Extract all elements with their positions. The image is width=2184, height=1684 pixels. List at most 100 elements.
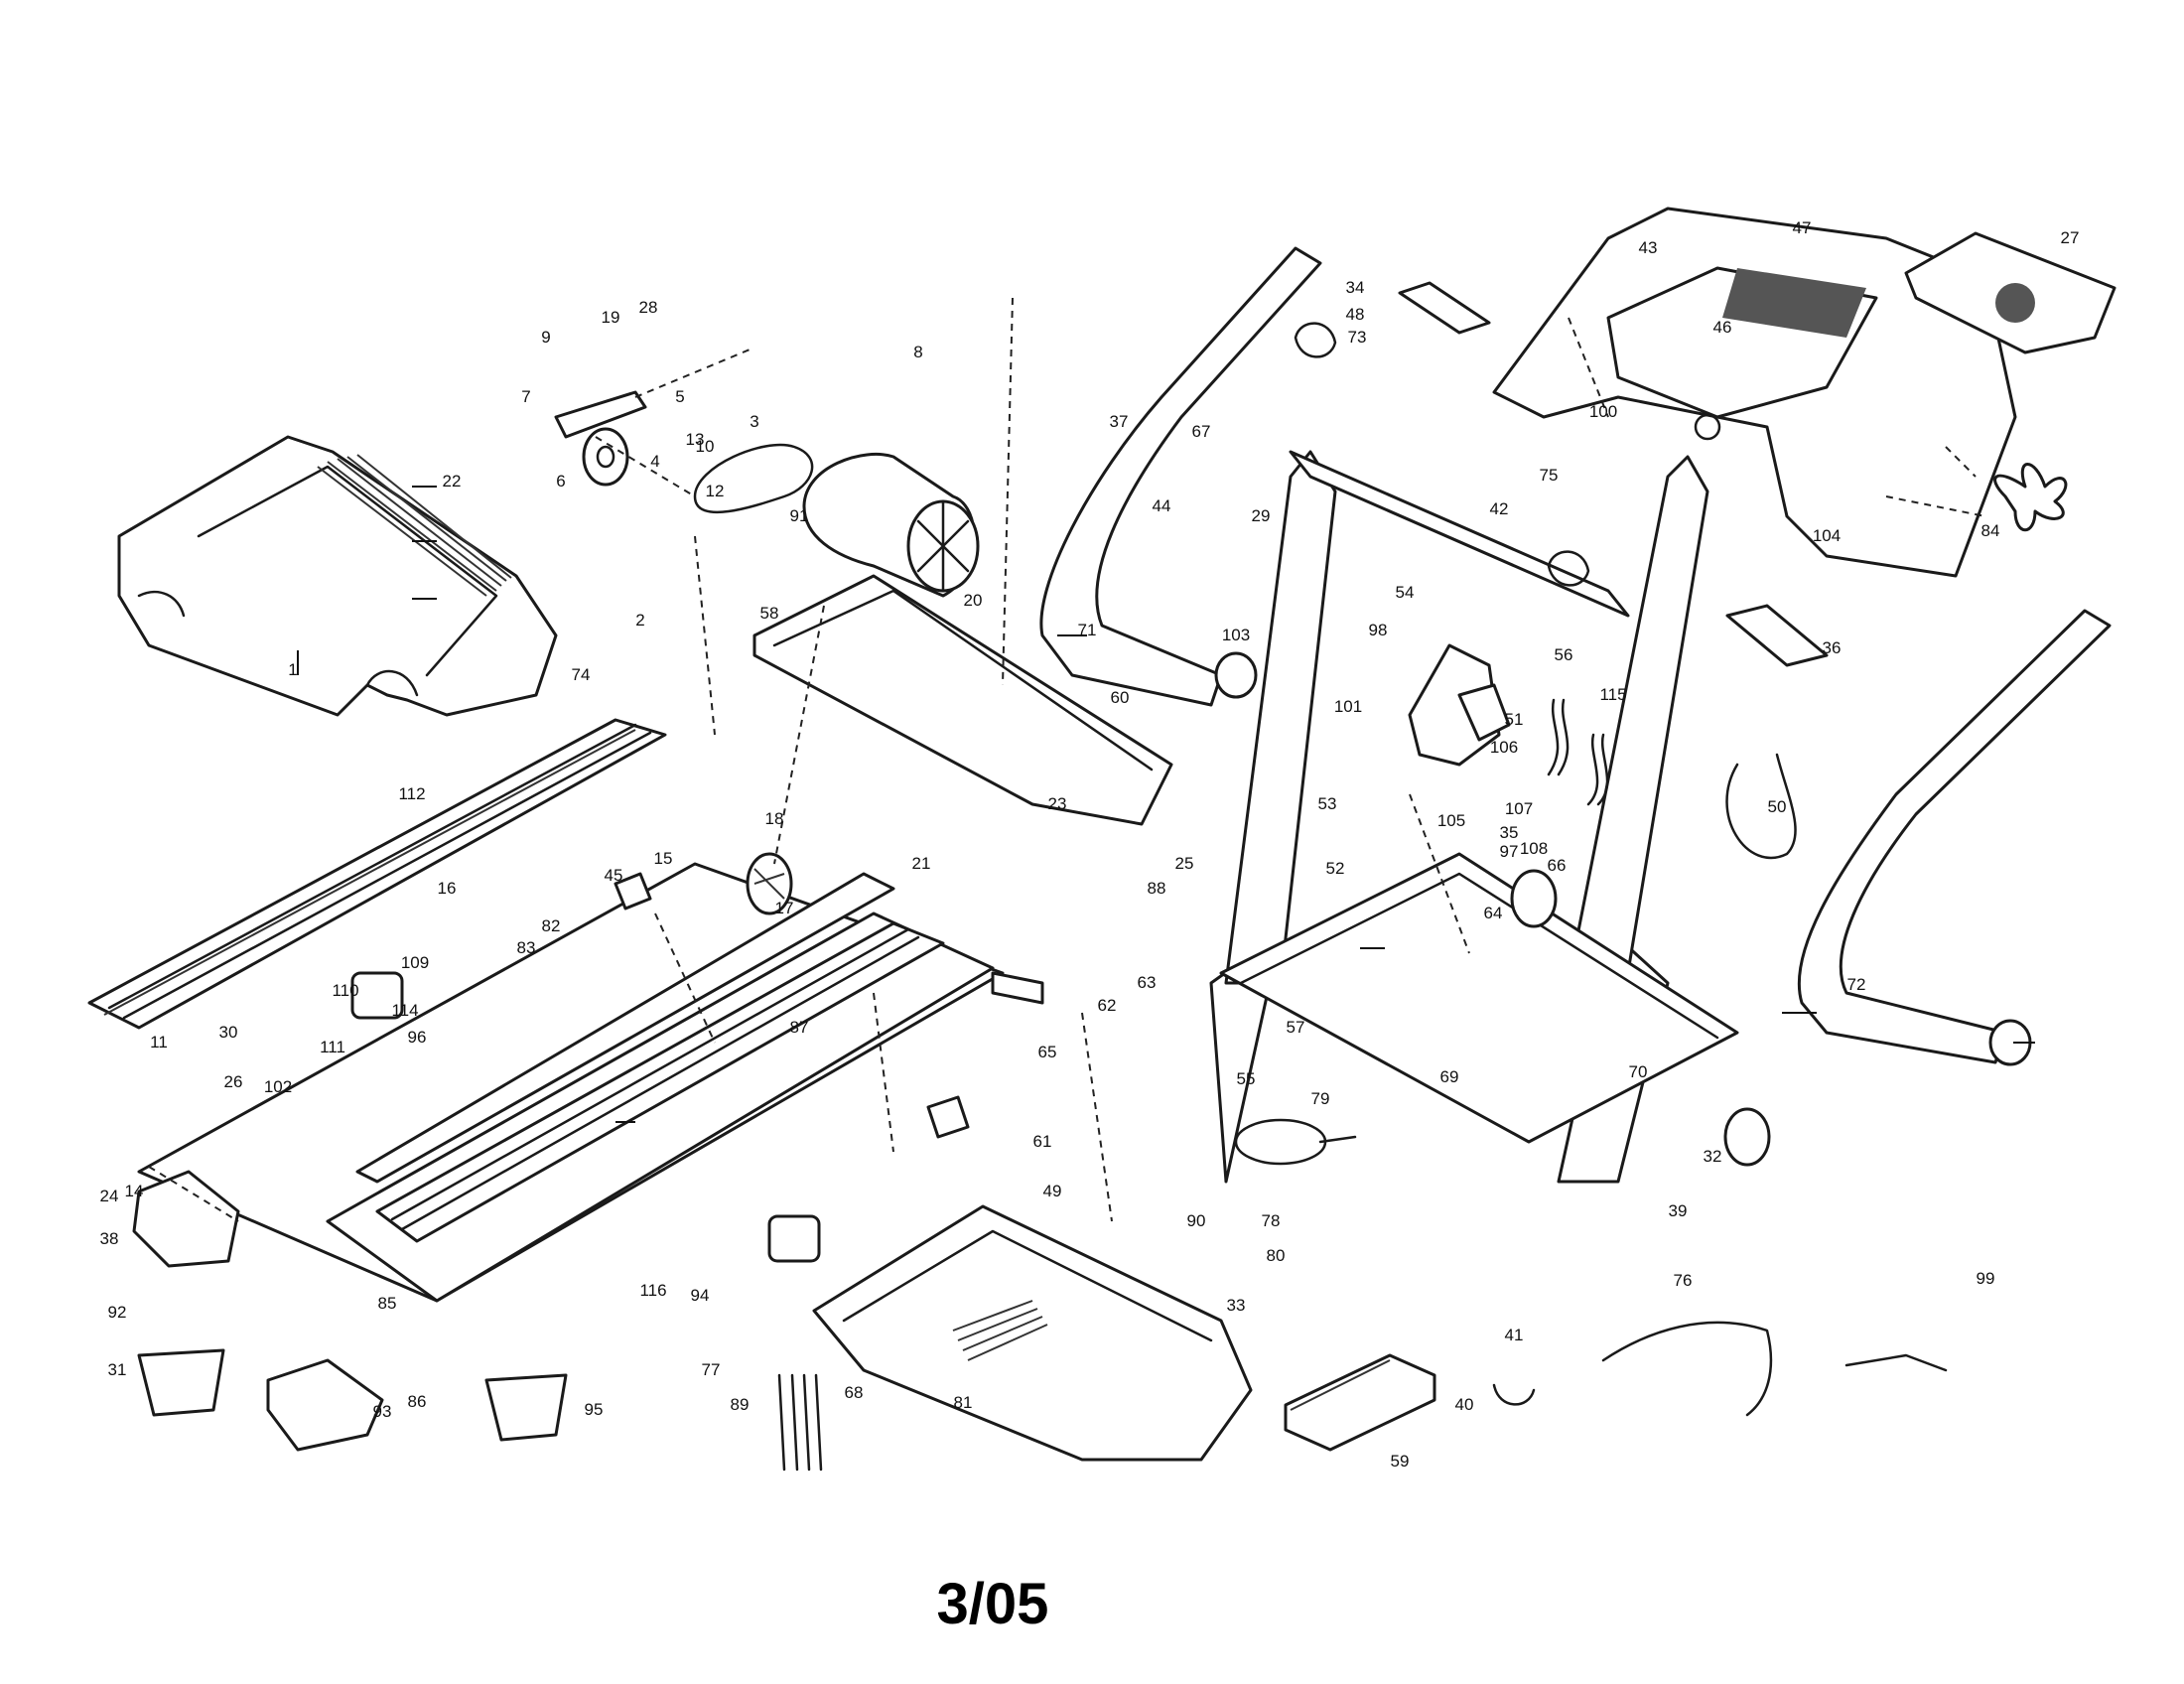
- callout-110: 110: [332, 981, 358, 1000]
- callout-4: 4: [650, 452, 659, 471]
- callout-69: 69: [1440, 1067, 1459, 1086]
- callout-82: 82: [542, 916, 561, 935]
- motor-hood: [117, 435, 558, 717]
- callout-49: 49: [1043, 1182, 1062, 1200]
- callout-30: 30: [219, 1023, 238, 1042]
- callout-55: 55: [1237, 1069, 1256, 1088]
- callout-92: 92: [108, 1303, 127, 1322]
- left-side-rail: [87, 718, 667, 1030]
- callout-94: 94: [691, 1286, 710, 1305]
- callout-5: 5: [675, 387, 684, 406]
- callout-44: 44: [1153, 496, 1171, 515]
- callout-66: 66: [1548, 856, 1567, 875]
- callout-98: 98: [1369, 621, 1388, 639]
- callout-45: 45: [605, 866, 623, 885]
- frame-base: [752, 574, 1173, 1005]
- callout-87: 87: [790, 1018, 809, 1037]
- callout-56: 56: [1555, 645, 1573, 664]
- callout-3: 3: [750, 412, 758, 431]
- callout-88: 88: [1148, 879, 1166, 898]
- callout-48: 48: [1346, 305, 1365, 324]
- callout-105: 105: [1437, 811, 1465, 830]
- callout-73: 73: [1348, 328, 1367, 347]
- callout-14: 14: [125, 1182, 144, 1200]
- callout-68: 68: [845, 1383, 864, 1402]
- callout-6: 6: [556, 472, 565, 491]
- callout-17: 17: [775, 899, 794, 917]
- callout-64: 64: [1484, 904, 1503, 922]
- callout-35: 35: [1500, 823, 1519, 842]
- callout-103: 103: [1222, 626, 1250, 644]
- page-label: 3/05: [937, 1572, 1049, 1636]
- callout-102: 102: [264, 1077, 292, 1096]
- callout-77: 77: [702, 1360, 721, 1379]
- callout-116: 116: [639, 1281, 666, 1300]
- callout-70: 70: [1629, 1062, 1648, 1081]
- callout-101: 101: [1334, 697, 1362, 716]
- incline-motor: [1408, 643, 1511, 767]
- cable-ties: [777, 1373, 823, 1472]
- callout-106: 106: [1490, 738, 1518, 757]
- callout-53: 53: [1318, 794, 1337, 813]
- callout-79: 79: [1311, 1089, 1330, 1108]
- callout-99: 99: [1977, 1269, 1995, 1288]
- callout-7: 7: [521, 387, 530, 406]
- callout-43: 43: [1639, 238, 1658, 257]
- callout-31: 31: [108, 1360, 127, 1379]
- callout-36: 36: [1823, 638, 1842, 657]
- callout-75: 75: [1540, 466, 1559, 485]
- callout-59: 59: [1391, 1452, 1410, 1471]
- callout-18: 18: [765, 809, 784, 828]
- callout-72: 72: [1847, 975, 1866, 994]
- leader-lines: [297, 486, 2035, 1123]
- callout-38: 38: [100, 1229, 119, 1248]
- callout-15: 15: [654, 849, 673, 868]
- callout-90: 90: [1187, 1211, 1206, 1230]
- callout-61: 61: [1033, 1132, 1052, 1151]
- callout-20: 20: [964, 591, 983, 610]
- assembly-guide-lines: [148, 297, 1986, 1222]
- callout-12: 12: [706, 482, 725, 500]
- wire-leads: [1492, 1321, 1948, 1417]
- callout-11: 11: [150, 1033, 168, 1052]
- callout-89: 89: [731, 1395, 750, 1414]
- callout-111: 111: [320, 1038, 345, 1056]
- shock-absorbers: [350, 971, 821, 1263]
- callout-42: 42: [1490, 499, 1509, 518]
- drive-motor: [802, 452, 980, 598]
- callout-54: 54: [1396, 583, 1415, 602]
- callout-95: 95: [585, 1400, 604, 1419]
- callout-65: 65: [1038, 1043, 1057, 1061]
- callout-47: 47: [1793, 218, 1812, 237]
- callout-8: 8: [913, 343, 922, 361]
- callout-1: 1: [288, 660, 297, 679]
- callout-91: 91: [790, 506, 809, 525]
- callout-33: 33: [1227, 1296, 1246, 1315]
- console-brackets: [1398, 281, 1829, 667]
- callout-76: 76: [1674, 1271, 1693, 1290]
- callout-16: 16: [438, 879, 457, 898]
- callout-109: 109: [401, 953, 429, 972]
- callout-58: 58: [760, 604, 779, 623]
- upright-frame: [1209, 450, 1739, 1184]
- handrail-right: [1797, 609, 2112, 1064]
- callout-84: 84: [1981, 521, 2000, 540]
- rear-endcaps: [132, 1170, 384, 1452]
- callout-78: 78: [1262, 1211, 1281, 1230]
- rear-roller: [746, 852, 793, 915]
- callout-112: 112: [398, 784, 425, 803]
- callout-32: 32: [1704, 1147, 1722, 1166]
- callout-107: 107: [1505, 799, 1533, 818]
- foot-pads: [137, 1348, 568, 1442]
- callout-21: 21: [912, 854, 931, 873]
- callout-71: 71: [1078, 621, 1097, 639]
- callout-104: 104: [1813, 526, 1841, 545]
- handrail-left: [1039, 246, 1322, 707]
- callout-28: 28: [639, 298, 658, 317]
- callout-62: 62: [1098, 996, 1117, 1015]
- callout-51: 51: [1505, 710, 1524, 729]
- clip-rings: [1294, 322, 1590, 587]
- power-cord: [1234, 1118, 1357, 1166]
- callout-22: 22: [443, 472, 462, 491]
